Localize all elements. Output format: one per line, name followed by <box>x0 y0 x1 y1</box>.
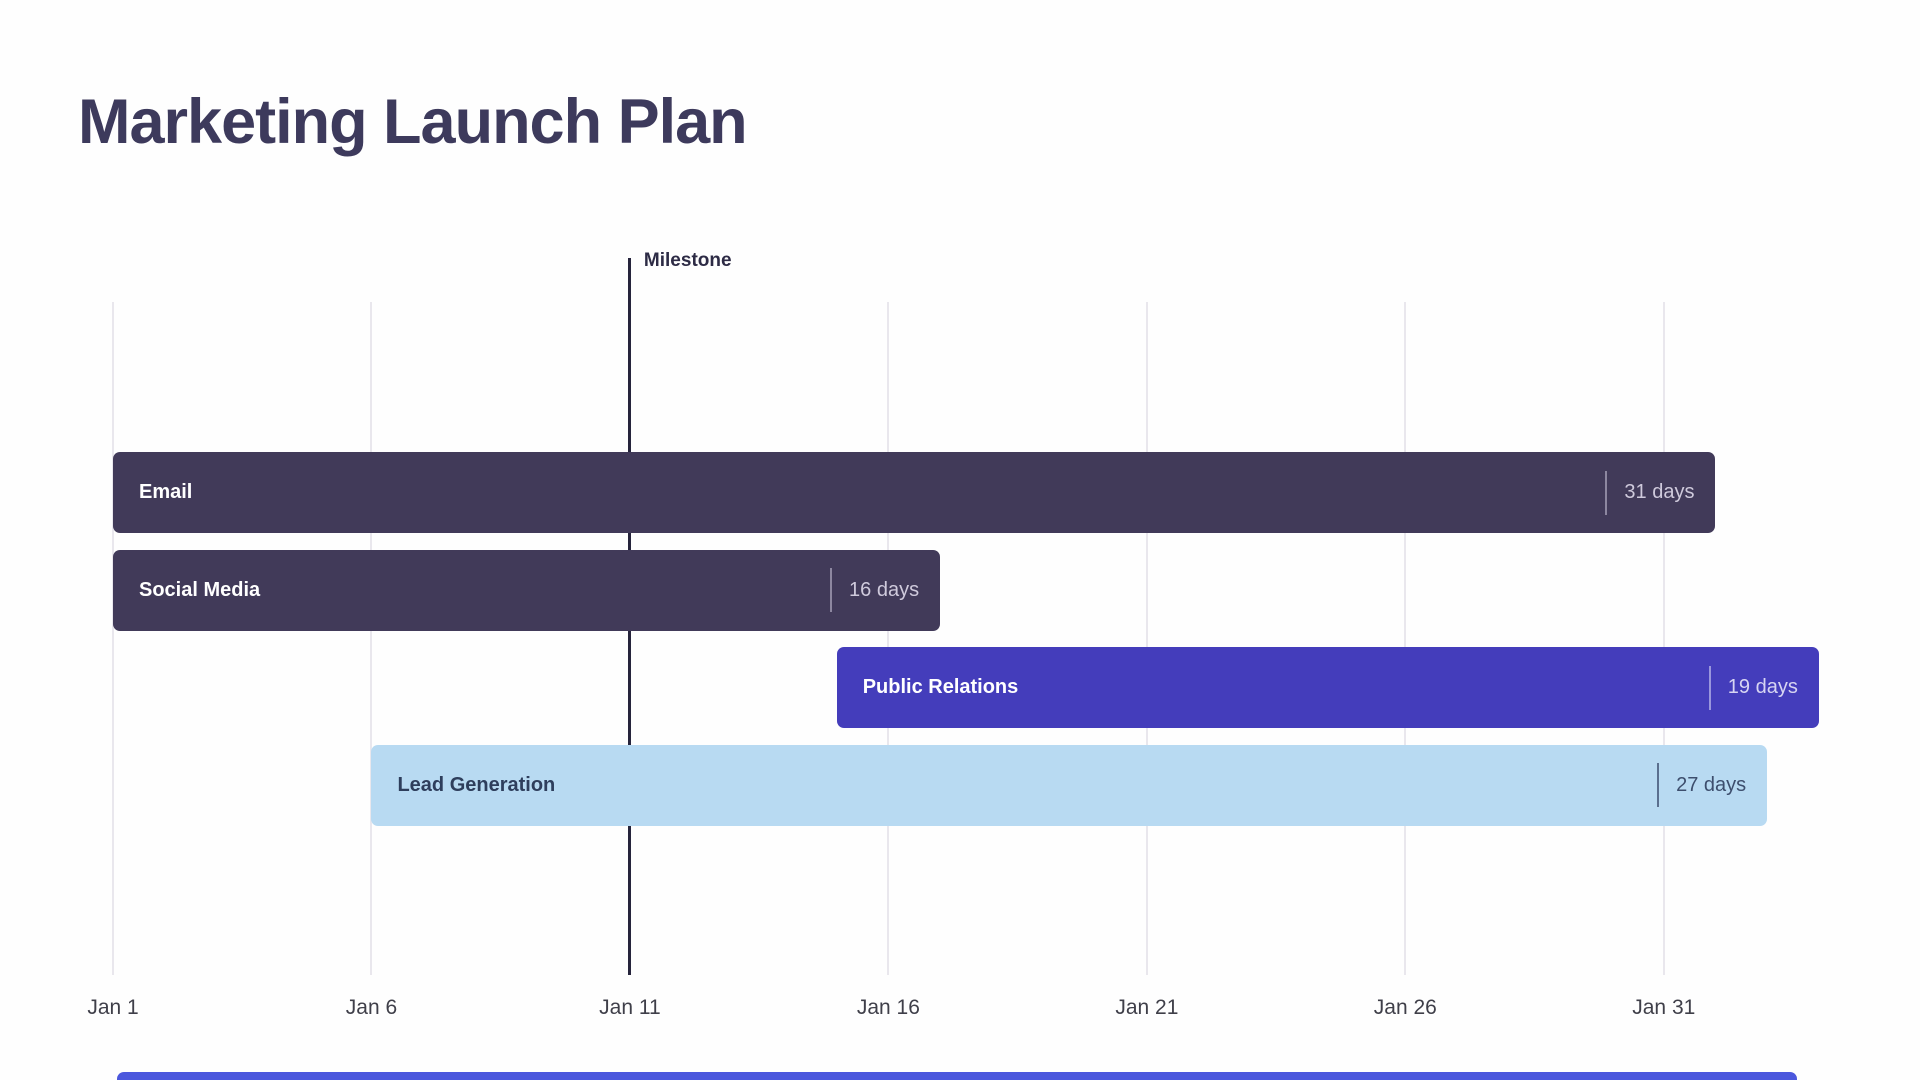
task-duration-label: 19 days <box>1727 676 1798 698</box>
duration-tick <box>1708 665 1711 710</box>
task-label: Email <box>139 481 193 503</box>
gridline <box>1404 302 1407 975</box>
duration-tick <box>830 568 833 612</box>
task-duration-label: 16 days <box>849 578 920 601</box>
task-duration-label: 31 days <box>1624 481 1695 503</box>
axis-tick-label: Jan 1 <box>87 996 139 1019</box>
task-bar-email: Email 31 days <box>113 452 1716 533</box>
gridline <box>1145 302 1148 975</box>
axis-tick-label: Jan 16 <box>856 996 920 1019</box>
task-duration-label: 27 days <box>1676 773 1747 796</box>
task-bar-lead-generation: Lead Generation 27 days <box>371 744 1768 826</box>
task-duration-group: 27 days <box>1657 763 1746 807</box>
axis-tick-label: Jan 26 <box>1373 996 1437 1019</box>
axis-tick-label: Jan 6 <box>345 996 398 1019</box>
axis-tick-label: Jan 31 <box>1632 996 1696 1019</box>
task-label: Social Media <box>139 578 261 601</box>
page-title: Marketing Launch Plan <box>78 87 748 158</box>
duration-tick <box>1657 763 1660 807</box>
gridline <box>370 302 373 975</box>
milestone-label: Milestone <box>643 250 732 271</box>
task-label: Lead Generation <box>397 773 556 796</box>
gridline <box>1662 302 1665 975</box>
task-duration-group: 16 days <box>830 568 919 612</box>
task-label: Public Relations <box>862 676 1019 698</box>
task-duration-group: 19 days <box>1708 665 1798 710</box>
gridline <box>887 302 890 975</box>
axis-tick-label: Jan 11 <box>599 996 661 1019</box>
gridline <box>112 302 114 975</box>
clipped-bottom-bar <box>117 1072 1798 1080</box>
task-duration-group: 31 days <box>1605 470 1695 515</box>
task-bar-social-media: Social Media 16 days <box>113 549 941 631</box>
axis-tick-label: Jan 21 <box>1115 996 1179 1019</box>
duration-tick <box>1605 470 1608 515</box>
task-bar-public-relations: Public Relations 19 days <box>836 647 1819 728</box>
